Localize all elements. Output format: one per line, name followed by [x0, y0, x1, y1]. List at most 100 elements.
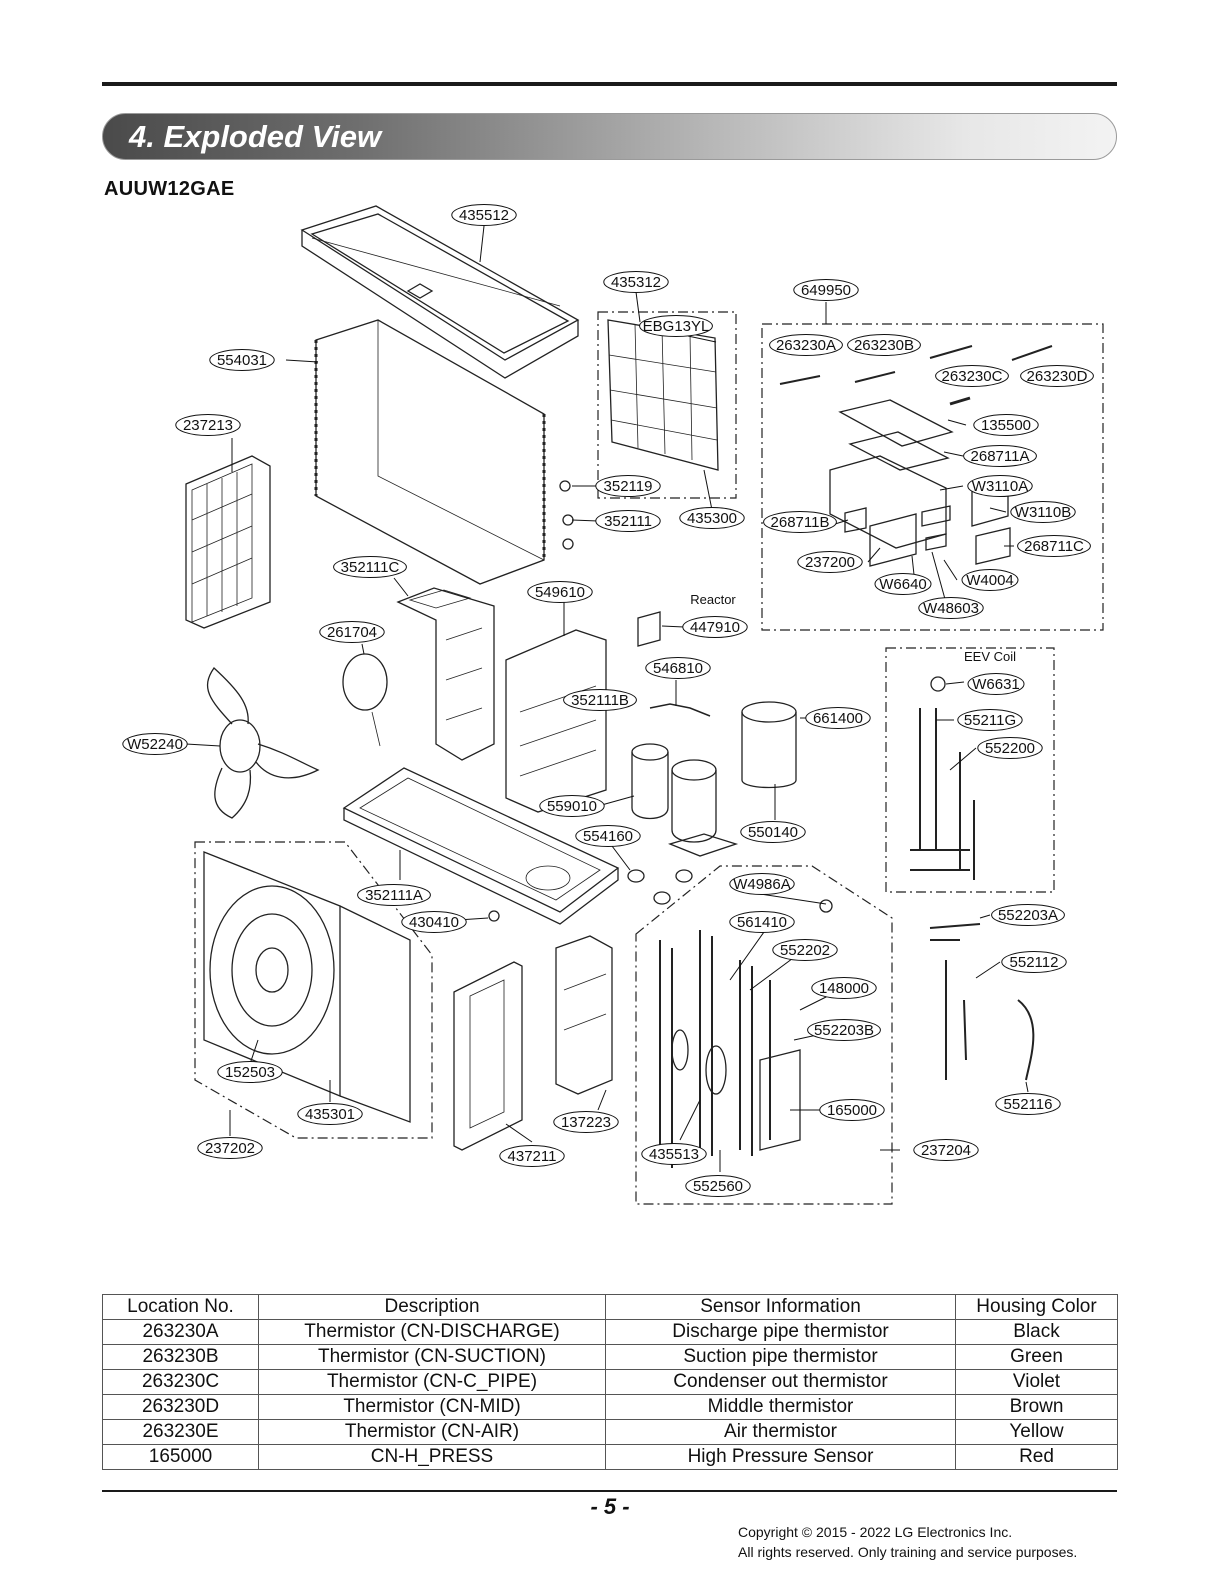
cell-sensor-info: Middle thermistor — [605, 1394, 956, 1420]
part-label-text: 237202 — [205, 1140, 255, 1157]
part-label-text: 552116 — [1004, 1096, 1053, 1113]
part-label-oval — [685, 1175, 751, 1197]
part-label-text: 268711A — [971, 448, 1030, 465]
part-label-text: 649950 — [801, 282, 851, 299]
part-label-text: 554160 — [583, 828, 633, 845]
part-label-oval — [595, 510, 661, 532]
compressor-drawing — [631, 743, 739, 857]
diagram-caption: EEV Coil — [964, 649, 1016, 664]
part-label: 435513 — [641, 1143, 707, 1165]
part-label-oval — [995, 1093, 1061, 1115]
part-label: 447910 — [682, 616, 748, 638]
part-label-text: 447910 — [690, 619, 740, 636]
cell-location: 263230E — [102, 1419, 259, 1445]
col-description: Description — [258, 1294, 606, 1320]
part-label-oval — [1010, 501, 1076, 523]
col-sensor-info: Sensor Information — [605, 1294, 956, 1320]
part-label-text: 437211 — [508, 1148, 557, 1165]
part-label-oval — [797, 551, 863, 573]
part-label-oval — [645, 657, 711, 679]
part-label: 552112 — [1001, 951, 1067, 973]
cell-description: Thermistor (CN-MID) — [258, 1394, 606, 1420]
partition-drawing — [505, 629, 607, 813]
part-label-oval — [297, 1103, 363, 1125]
copyright-line-2: All rights reserved. Only training and s… — [738, 1544, 1078, 1560]
part-label: W6631 — [967, 673, 1025, 695]
part-label: 268711A — [963, 445, 1037, 467]
part-label: 237204 — [913, 1139, 979, 1161]
part-label: W4004 — [961, 569, 1019, 591]
rear-grille-drawing — [607, 319, 719, 471]
copyright-line-1: Copyright © 2015 - 2022 LG Electronics I… — [738, 1524, 1013, 1540]
cell-sensor-info: Discharge pipe thermistor — [605, 1319, 956, 1345]
part-label: 554160 — [575, 825, 641, 847]
cell-sensor-info: Air thermistor — [605, 1419, 956, 1445]
table-row: 263230A Thermistor (CN-DISCHARGE) Discha… — [102, 1319, 1118, 1345]
part-label: W52240 — [122, 733, 188, 755]
part-label-oval — [811, 977, 877, 999]
part-label: 135500 — [973, 414, 1039, 436]
cell-sensor-info: Suction pipe thermistor — [605, 1344, 956, 1370]
part-label-oval — [319, 621, 385, 643]
part-label-text: W52240 — [127, 736, 183, 753]
cell-description: Thermistor (CN-C_PIPE) — [258, 1369, 606, 1395]
part-label-oval — [729, 873, 795, 895]
part-label-text: 552203A — [998, 907, 1058, 924]
motor-bracket-drawing — [396, 587, 495, 761]
part-label-text: 263230C — [942, 368, 1003, 385]
part-label-oval — [682, 616, 748, 638]
cell-sensor-info: High Pressure Sensor — [605, 1444, 956, 1470]
side-guard-drawing — [185, 455, 271, 629]
part-label-text: 352111A — [365, 887, 423, 904]
part-label: 552200 — [977, 737, 1043, 759]
part-label: 552560 — [685, 1175, 751, 1197]
part-label: 435512 — [451, 204, 517, 226]
leader-lines — [185, 225, 1029, 1172]
part-label: 263230B — [847, 334, 921, 356]
part-label-oval — [935, 365, 1009, 387]
part-label-oval — [807, 1019, 881, 1041]
part-label-text: W48603 — [923, 600, 979, 617]
part-label: 552202 — [772, 939, 838, 961]
cell-location: 263230A — [102, 1319, 259, 1345]
part-label-oval — [769, 334, 843, 356]
part-label-text: 237213 — [183, 417, 233, 434]
part-label-oval — [639, 315, 713, 337]
part-label-oval — [874, 573, 932, 595]
part-label-text: 55211G — [964, 712, 1016, 729]
side-panel-drawing — [453, 961, 523, 1151]
top-rule — [102, 82, 1117, 86]
cell-location: 263230D — [102, 1394, 259, 1420]
cell-housing-color: Green — [955, 1344, 1118, 1370]
cell-housing-color: Black — [955, 1319, 1118, 1345]
part-label: 152503 — [217, 1061, 283, 1083]
part-label: 430410 — [401, 911, 467, 933]
reactor-drawing — [637, 611, 661, 647]
cell-description: Thermistor (CN-SUCTION) — [258, 1344, 606, 1370]
part-label: 261704 — [319, 621, 385, 643]
part-label-text: 165000 — [827, 1102, 877, 1119]
part-label: 237200 — [797, 551, 863, 573]
top-cover-drawing — [300, 205, 580, 379]
part-label-text: 661400 — [813, 710, 863, 727]
part-label: 268711C — [1017, 535, 1091, 557]
part-label-oval — [679, 507, 745, 529]
part-label-text: W4986A — [733, 876, 791, 893]
part-label-text: 559010 — [547, 798, 597, 815]
table-header-row: Location No. Description Sensor Informat… — [102, 1294, 1118, 1320]
col-location: Location No. — [102, 1294, 259, 1320]
part-label: W3110B — [1010, 501, 1076, 523]
part-label-oval — [553, 1111, 619, 1133]
cell-location: 263230C — [102, 1369, 259, 1395]
cell-housing-color: Yellow — [955, 1419, 1118, 1445]
part-label: 268711B — [763, 511, 837, 533]
part-label: 552203A — [991, 904, 1065, 926]
part-label: 263230C — [935, 365, 1009, 387]
section-header-bar: 4. Exploded View — [102, 113, 1117, 160]
base-pan-drawing — [342, 767, 620, 925]
section-title: 4. Exploded View — [129, 119, 382, 154]
part-label-oval — [217, 1061, 283, 1083]
part-label-text: 268711C — [1024, 538, 1084, 555]
part-label: 546810 — [645, 657, 711, 679]
